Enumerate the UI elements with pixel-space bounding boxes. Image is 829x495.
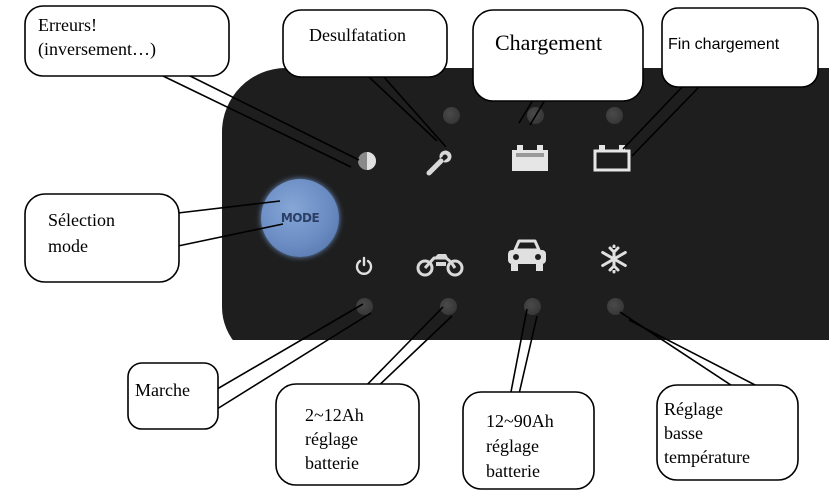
- box-chargement: [472, 9, 644, 102]
- mode-button[interactable]: MODE: [261, 179, 339, 257]
- box-low-temp: [656, 384, 799, 481]
- callout-selection-line1: Sélection: [48, 210, 115, 230]
- led-large-battery: [524, 298, 541, 315]
- power-icon: [355, 256, 373, 275]
- callout-errors-line2: (inversement…): [38, 39, 156, 59]
- box-large-battery: [462, 391, 595, 490]
- mode-button-label: MODE: [280, 211, 320, 225]
- box-desulfatation: [282, 9, 448, 78]
- box-errors: [24, 5, 230, 77]
- wrench-icon: [426, 150, 452, 176]
- callout-large-battery-line1: 12~90Ah: [486, 411, 554, 431]
- leader-errors: [162, 68, 360, 168]
- callout-low-temp-line2: basse: [664, 423, 703, 443]
- callout-desulfatation: Desulfatation: [309, 25, 406, 45]
- led-desulfatation: [443, 107, 460, 124]
- leader-small-battery: [357, 306, 453, 395]
- callout-chargement: Chargement: [495, 30, 603, 55]
- callout-fin-chargement: Fin chargement: [668, 36, 780, 53]
- callout-low-temp-line1: Réglage: [664, 399, 723, 419]
- box-small-battery: [275, 383, 420, 486]
- leader-marche: [211, 303, 372, 410]
- callout-small-battery-line2: réglage: [305, 429, 358, 449]
- error-half-circle-icon: [358, 152, 376, 170]
- callout-low-temp-line3: température: [664, 447, 750, 467]
- led-low-temperature: [607, 298, 624, 315]
- box-marche: [127, 362, 219, 430]
- callout-marche: Marche: [135, 380, 190, 400]
- leader-large-battery: [509, 308, 538, 398]
- snowflake-icon: [601, 244, 627, 274]
- motorcycle-icon: [416, 254, 464, 277]
- callout-large-battery-line2: réglage: [486, 436, 539, 456]
- led-fin-chargement: [606, 107, 623, 124]
- box-fin-chargement: [661, 7, 819, 88]
- callout-errors-line1: Erreurs!: [38, 15, 97, 35]
- callout-small-battery-line1: 2~12Ah: [305, 405, 364, 425]
- battery-charging-icon: [512, 145, 548, 171]
- leader-chargement: [518, 99, 546, 126]
- callout-small-battery-line3: batterie: [305, 453, 359, 473]
- leader-low-temp: [619, 311, 760, 396]
- led-marche: [356, 298, 373, 315]
- callout-selection-line2: mode: [48, 236, 88, 256]
- callout-large-battery-line3: batterie: [486, 461, 540, 481]
- leader-selection: [177, 200, 284, 247]
- car-icon: [508, 239, 546, 271]
- leader-desulfatation: [367, 75, 447, 148]
- battery-full-icon: [593, 145, 631, 172]
- leader-fin-chargement: [622, 84, 701, 157]
- led-small-battery: [440, 298, 457, 315]
- box-selection: [24, 193, 180, 283]
